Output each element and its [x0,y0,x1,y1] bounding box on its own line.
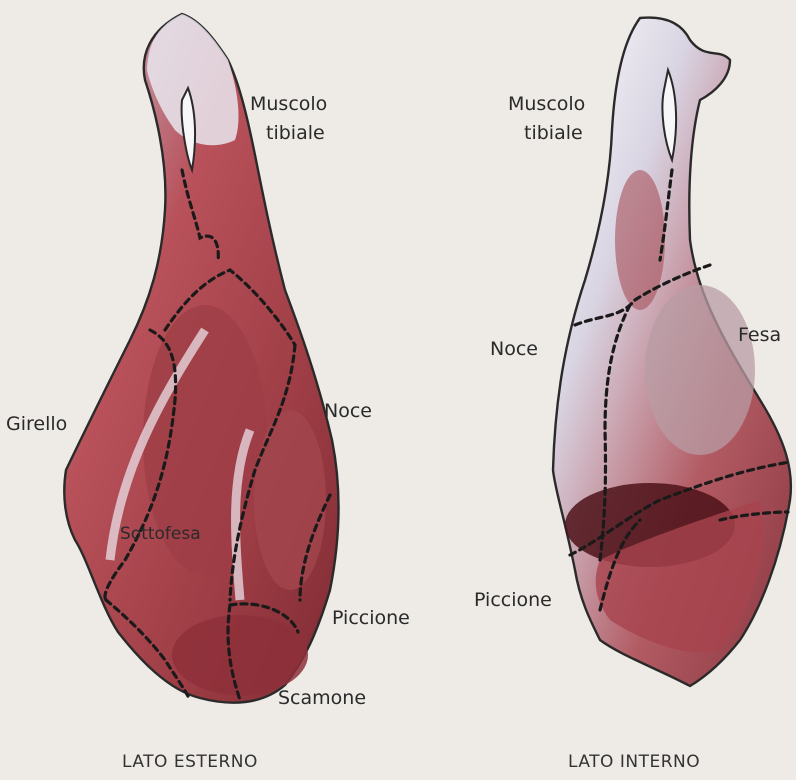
left-label-sottofesa: Sottofesa [120,522,201,546]
right-fesa-muscle [645,285,755,455]
right-label-fesa: Fesa [738,323,781,347]
left-label-noce: Noce [324,399,372,423]
left-scamone-muscle [172,615,308,695]
right-label-tibiale: tibiale [524,121,583,145]
right-label-piccione: Piccione [474,588,552,612]
left-label-piccione: Piccione [332,606,410,630]
left-label-muscolo: Muscolo [250,92,327,116]
right-label-noce: Noce [490,337,538,361]
left-label-girello: Girello [6,412,67,436]
left-label-tibiale: tibiale [266,121,325,145]
left-noce-muscle [254,410,326,590]
left-label-scamone: Scamone [278,686,366,710]
left-caption: LATO ESTERNO [122,752,258,772]
left-leg-figure [64,14,338,703]
right-caption: LATO INTERNO [568,752,700,772]
right-noce-muscle [615,170,665,310]
right-leg-figure [553,18,791,686]
right-label-muscolo: Muscolo [508,92,585,116]
